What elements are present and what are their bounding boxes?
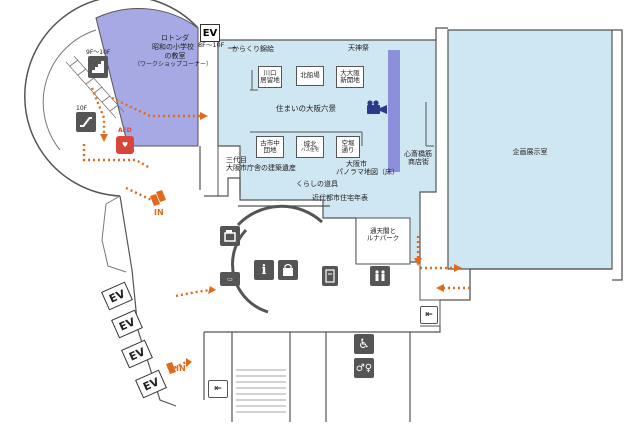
johoku-name: 城北	[303, 139, 317, 148]
lower-block-wall	[203, 326, 441, 422]
heritage-label-2[interactable]: 大阪市庁舎の建築遺産	[226, 164, 296, 172]
accessible-restroom-icon[interactable]: ♿	[354, 334, 374, 354]
people-glyph	[375, 270, 385, 281]
rotunda-subtitle: 昭和の小学校	[152, 43, 194, 51]
escalator-glyph	[80, 117, 92, 127]
rotunda-classroom: の教室	[164, 52, 186, 60]
emergency-exit-icon-left[interactable]: ⇤	[208, 380, 228, 398]
special-room-label[interactable]: 企画展示室	[512, 148, 548, 156]
exhibit-partitions	[217, 47, 434, 196]
visitor-route	[82, 87, 470, 372]
elevator-top-sign[interactable]: EV	[200, 24, 220, 42]
shinsaibashi-label-1[interactable]: 心斎橋筋	[404, 150, 432, 158]
display-wall	[388, 50, 400, 172]
locker-icon[interactable]	[220, 226, 240, 246]
johoku-sub: バス住宅	[301, 148, 319, 154]
escalator-icon[interactable]	[76, 112, 96, 132]
escalator	[65, 55, 125, 119]
rest-area-icon[interactable]	[370, 266, 390, 286]
emergency-exit-icon-right[interactable]: ⇤	[420, 306, 438, 324]
camera-glyph	[367, 100, 387, 114]
ticket-icon[interactable]: ▭	[220, 272, 240, 286]
johoku-box[interactable]: 城北 バス住宅	[296, 136, 324, 158]
shinsaibashi-label-2[interactable]: 商店街	[408, 158, 429, 166]
tenjin-label[interactable]: 天神祭	[348, 44, 369, 52]
entrance-in-bottom[interactable]: IN	[176, 364, 186, 373]
rotunda-workshop: （ワークショップコーナー）	[133, 61, 212, 68]
staircase	[236, 369, 286, 413]
furuichi-box[interactable]: 古市中 団地	[256, 136, 284, 158]
coin-locker-icon[interactable]	[322, 266, 338, 286]
kurashi-label[interactable]: くらしの道具	[296, 180, 338, 188]
entrance-in-top[interactable]: IN	[154, 208, 164, 217]
heritage-label-1[interactable]: 三代目	[226, 156, 247, 164]
curved-display-wall	[236, 204, 324, 227]
lobby-boundary	[101, 195, 127, 273]
right-corridor-wall	[419, 262, 441, 327]
rotunda-title: ロトンダ	[161, 34, 189, 42]
rotunda-inner	[42, 29, 97, 151]
entrance-chevrons	[150, 190, 176, 374]
stairs-glyph	[92, 61, 104, 73]
shop-icon[interactable]	[278, 260, 298, 280]
bag-glyph	[283, 263, 293, 276]
taisho-box[interactable]: 大大阪 新開地	[336, 66, 364, 88]
video-camera-icon[interactable]	[366, 100, 388, 120]
panorama-label-2[interactable]: パノラマ地図（床）	[336, 168, 399, 176]
info-icon[interactable]: i	[254, 260, 274, 280]
kindai-label[interactable]: 近代都市住宅年表	[312, 194, 368, 202]
aed-icon[interactable]: ♥	[116, 136, 134, 154]
kawaguchi-box[interactable]: 川口 居留地	[258, 66, 282, 88]
kitasenba-box[interactable]: 北船場	[296, 66, 324, 86]
osaka-scenes-label[interactable]: 住まいの大阪六景	[276, 104, 336, 113]
upper-floors-label: 9F〜10F	[86, 49, 111, 56]
kuhaku-box[interactable]: 空堀 通り	[336, 136, 360, 158]
route-arrowheads	[100, 112, 462, 367]
rotunda-wall	[24, 0, 199, 197]
locker-glyph	[224, 230, 236, 242]
tenth-floor-label: 10F	[76, 105, 88, 112]
rotunda-room[interactable]	[95, 7, 199, 147]
coin-locker-glyph	[325, 269, 335, 283]
karakuri-label[interactable]: からくり錦絵	[232, 45, 274, 53]
restroom-icon[interactable]: ♂♀	[354, 358, 374, 378]
stairs-icon[interactable]	[88, 56, 108, 78]
panorama-label-1[interactable]: 大阪市	[346, 160, 367, 168]
elevator-floors: 8F〜10F	[198, 41, 225, 49]
tsutenkaku-room[interactable]	[355, 217, 411, 265]
tsutenkaku-label[interactable]: 通天閣と ルナパーク	[366, 226, 400, 242]
aed-label: AED	[118, 127, 132, 134]
